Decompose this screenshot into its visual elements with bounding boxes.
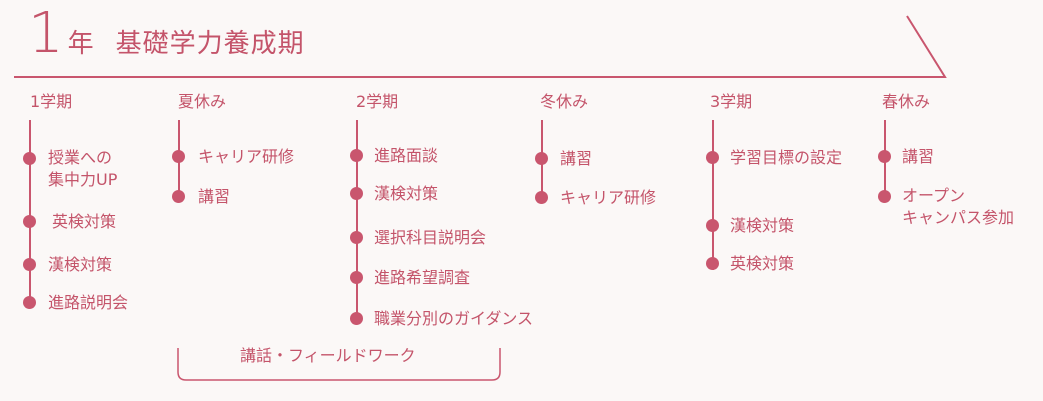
column-head-spring: 春休み xyxy=(882,92,931,111)
list-item: 漢検対策 xyxy=(374,184,439,203)
column-line-term1 xyxy=(29,120,31,305)
timeline-dot xyxy=(350,271,363,284)
list-item: 漢検対策 xyxy=(730,216,795,235)
list-item: 英検対策 xyxy=(52,212,117,231)
column-head-term1: 1学期 xyxy=(30,92,73,111)
timeline-dot xyxy=(23,215,36,228)
timeline-dot xyxy=(23,258,36,271)
timeline-dot xyxy=(706,219,719,232)
list-item: 漢検対策 xyxy=(48,255,113,274)
timeline-dot xyxy=(706,257,719,270)
bracket-line xyxy=(177,348,501,381)
timeline-dot xyxy=(706,151,719,164)
timeline-dot xyxy=(172,190,185,203)
page-title: 1 年 基礎学力養成期 xyxy=(28,6,305,62)
timeline-dot xyxy=(535,152,548,165)
year-number: 1 xyxy=(28,1,64,66)
list-item: 講習 xyxy=(902,147,935,166)
column-head-winter: 冬休み xyxy=(540,92,589,111)
list-item: キャリア研修 xyxy=(198,147,295,166)
column-head-term3: 3学期 xyxy=(710,92,753,111)
column-line-term3 xyxy=(712,120,714,270)
list-item: 進路希望調査 xyxy=(374,268,471,287)
list-item: 講習 xyxy=(198,187,231,206)
timeline-dot xyxy=(172,150,185,163)
timeline-dot xyxy=(23,152,36,165)
list-item: 授業への 集中力UP xyxy=(48,148,118,189)
timeline-dot xyxy=(535,191,548,204)
list-item: キャリア研修 xyxy=(560,188,657,207)
phase-label: 基礎学力養成期 xyxy=(115,29,305,59)
timeline-dot xyxy=(23,296,36,309)
list-item: 学習目標の設定 xyxy=(730,148,843,167)
column-line-term2 xyxy=(356,120,358,320)
list-item: 職業分別のガイダンス xyxy=(374,309,534,328)
timeline-dot xyxy=(350,312,363,325)
list-item: オープン キャンパス参加 xyxy=(902,186,1015,227)
bracket-label: 講話・フィールドワーク xyxy=(240,346,416,365)
column-head-summer: 夏休み xyxy=(178,92,227,111)
timeline-arrow-line xyxy=(14,15,947,78)
timeline-dot xyxy=(878,150,891,163)
column-head-term2: 2学期 xyxy=(356,92,399,111)
timeline-dot xyxy=(350,187,363,200)
timeline-dot xyxy=(878,190,891,203)
year-suffix: 年 xyxy=(67,29,94,59)
list-item: 英検対策 xyxy=(730,254,795,273)
list-item: 選択科目説明会 xyxy=(374,228,487,247)
list-item: 講習 xyxy=(560,149,593,168)
list-item: 進路面談 xyxy=(374,146,439,165)
timeline-dot xyxy=(350,231,363,244)
list-item: 進路説明会 xyxy=(48,293,129,312)
timeline-dot xyxy=(350,149,363,162)
